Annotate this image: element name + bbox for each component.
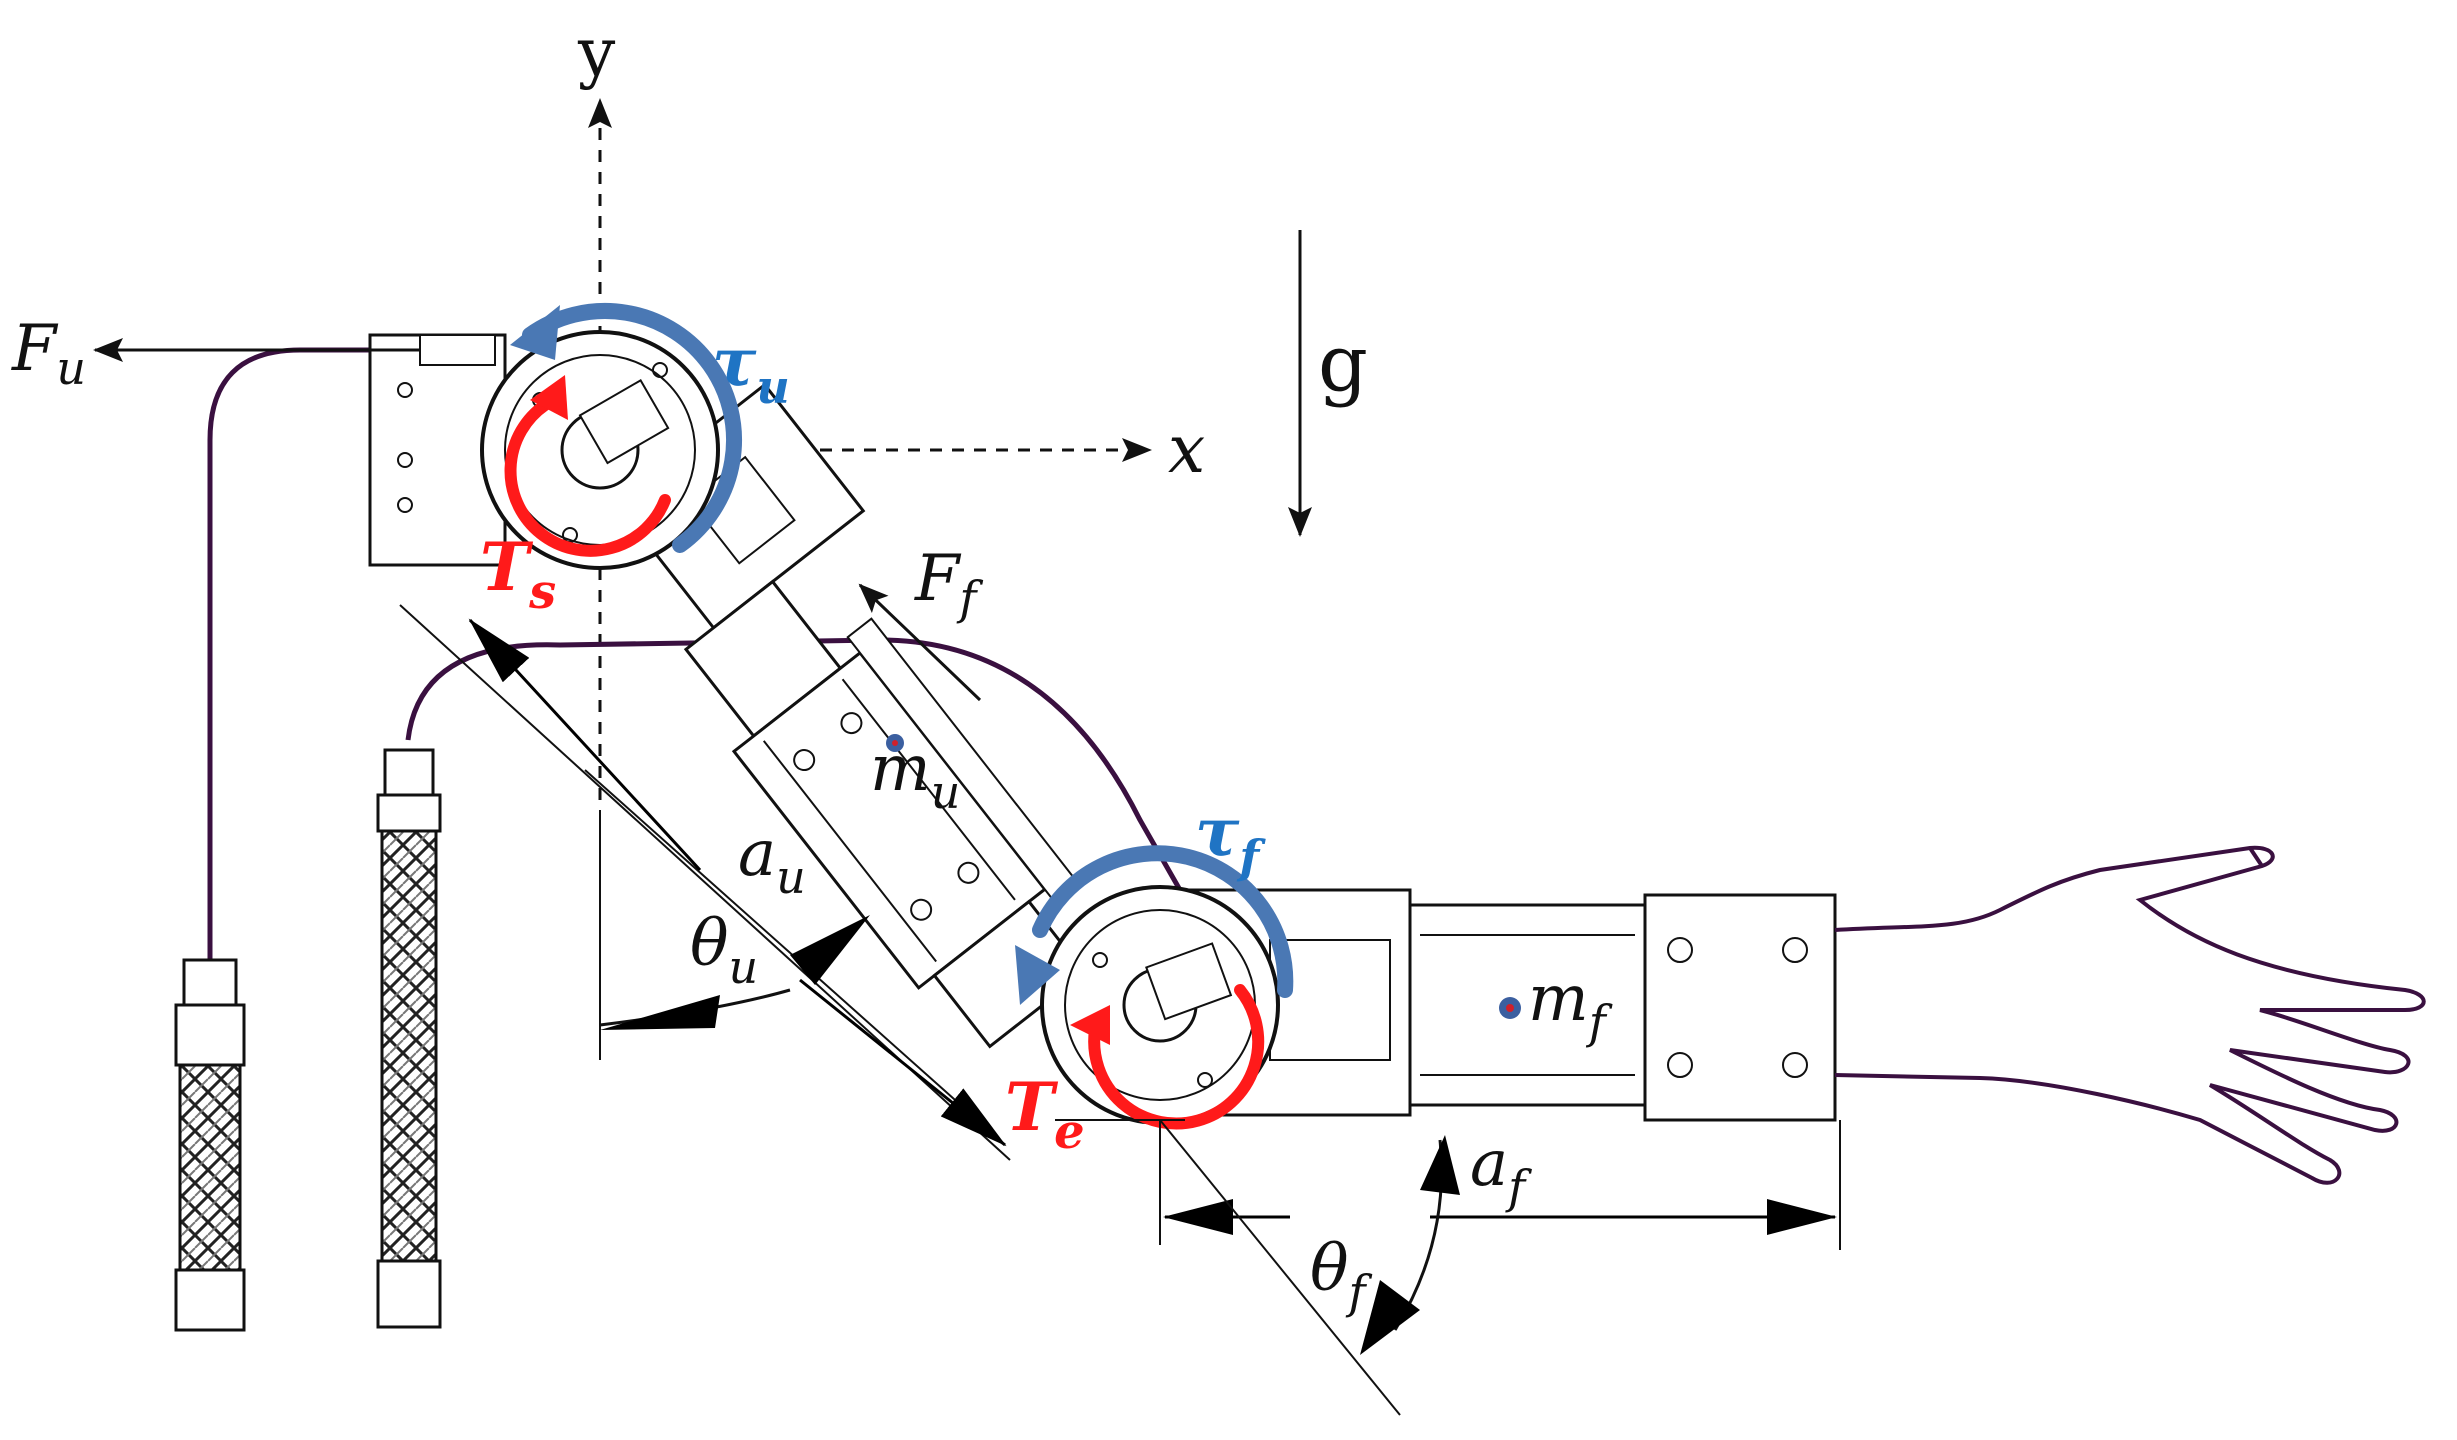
upper-cable-handle bbox=[174, 347, 500, 1332]
shoulder-motor-torque-label: τu bbox=[712, 323, 790, 414]
fore-cable-handle bbox=[376, 637, 1183, 1329]
upper-arm-mass-label: mu bbox=[870, 732, 960, 819]
upper-angle-label: θu bbox=[690, 907, 758, 994]
force-arrows bbox=[93, 338, 982, 702]
upper-length-arrow-up bbox=[468, 618, 702, 872]
elbow-motor-torque-arrow bbox=[1032, 845, 1294, 998]
fore-angle-label: θf bbox=[1310, 1232, 1373, 1319]
x-axis-label: x bbox=[1168, 411, 1205, 488]
motor-torque-arrows bbox=[510, 303, 1294, 1005]
shoulder-motor-torque-arrow bbox=[522, 303, 743, 553]
upper-force-label: Fu bbox=[11, 312, 86, 395]
dimension-annotations bbox=[399, 604, 1841, 1416]
upper-length-arrow-down bbox=[799, 978, 1007, 1147]
upper-length-label: au bbox=[738, 817, 806, 904]
human-hand bbox=[1834, 845, 2426, 1185]
elbow-load-torque-label: Te bbox=[1005, 1068, 1085, 1160]
load-torque-arrows bbox=[504, 375, 1265, 1130]
fore-cable bbox=[405, 637, 1183, 892]
fore-force-arrow bbox=[858, 583, 982, 702]
fore-force-label: Ff bbox=[914, 542, 983, 625]
shoulder-load-torque-arrow bbox=[504, 399, 671, 557]
fore-length-label: af bbox=[1470, 1127, 1532, 1214]
elbow-motor-torque-label: τf bbox=[1195, 793, 1266, 884]
upper-arm-link bbox=[612, 382, 1087, 1049]
shoulder-load-torque-label: Ts bbox=[480, 528, 556, 620]
mass-centers bbox=[886, 734, 1521, 1019]
gravity-indicator: g bbox=[1288, 230, 1368, 537]
gravity-label: g bbox=[1318, 319, 1368, 409]
y-axis-label: y bbox=[577, 14, 616, 91]
elbow-load-torque-arrow bbox=[1088, 984, 1265, 1130]
